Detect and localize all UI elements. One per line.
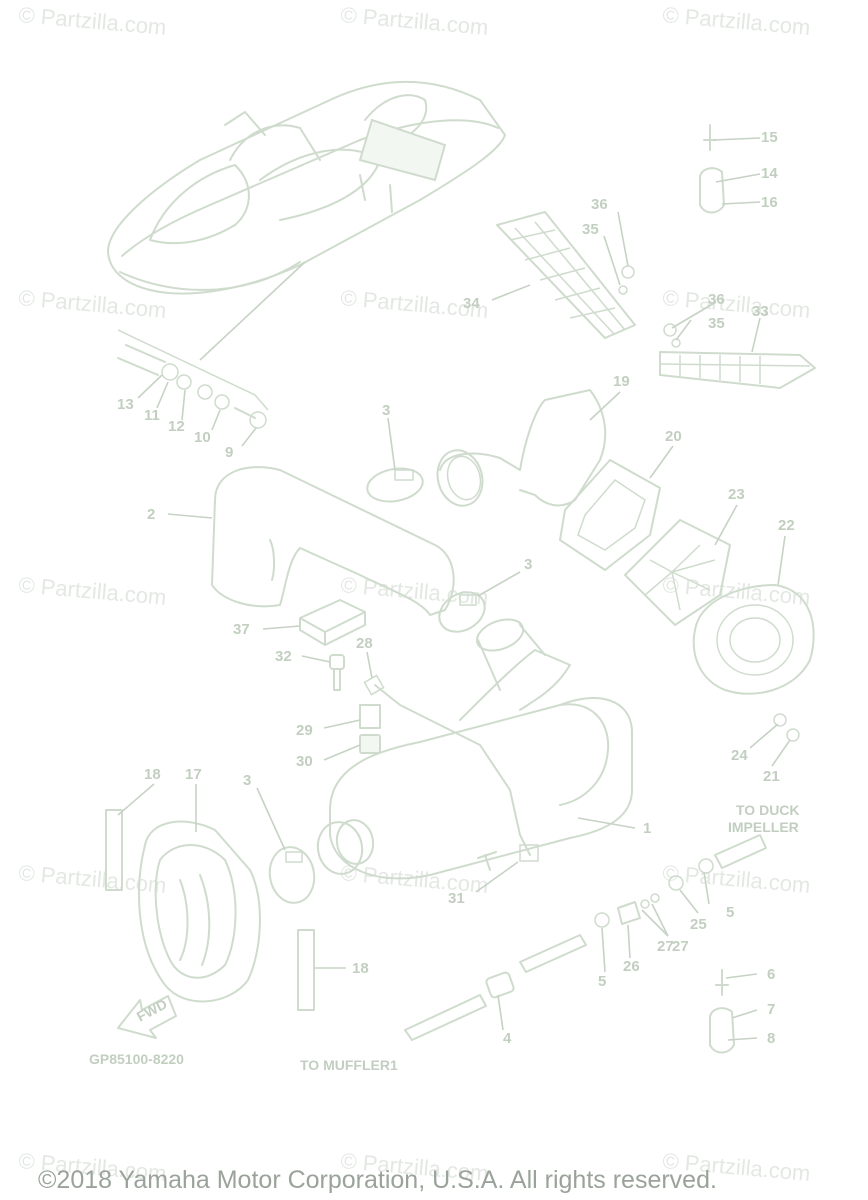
callout-5: 5 [598,973,606,990]
callout-5: 5 [726,904,734,921]
callout-9: 9 [225,444,233,461]
callout-35: 35 [708,315,725,332]
callout-24: 24 [731,747,748,764]
hose-clips [699,124,735,1054]
air-duct [105,809,315,1011]
callout-16: 16 [761,194,778,211]
callout-3: 3 [243,772,251,789]
diagram-code: GP85100-8220 [89,1051,184,1067]
leader-lines [117,137,791,1041]
callout-36: 36 [591,196,608,213]
fwd-arrow: FWD [117,995,177,1039]
callout-28: 28 [356,635,373,652]
callout-36: 36 [708,291,725,308]
callout-2: 2 [147,506,155,523]
callout-30: 30 [296,753,313,770]
bolt-collar-damper [329,654,381,754]
muffler-stay [363,674,539,871]
callout-22: 22 [778,517,795,534]
outlet-pipe [436,389,607,507]
bolt-washer-set [117,329,269,429]
callout-31: 31 [448,890,465,907]
note-to-muffler: TO MUFFLER1 [300,1057,398,1073]
callout-26: 26 [623,958,640,975]
watermark: © Partzilla.com [662,285,812,323]
callout-29: 29 [296,722,313,739]
intake-grates [496,211,816,389]
callout-27: 27 [672,938,689,955]
callout-8: 8 [767,1030,775,1047]
callout-32: 32 [275,648,292,665]
gasket-plate-nozzle [559,459,815,742]
callout-10: 10 [194,429,211,446]
callout-6: 6 [767,966,775,983]
watermark: © Partzilla.com [340,572,490,610]
watermark: © Partzilla.com [18,860,168,898]
callout-18: 18 [144,766,161,783]
callout-12: 12 [168,418,185,435]
callout-15: 15 [761,129,778,146]
callout-18: 18 [352,960,369,977]
callout-3: 3 [382,402,390,419]
note-to-duck: TO DUCK [736,802,800,818]
callout-34: 34 [463,295,480,312]
water-lock [316,618,633,880]
watercraft-illustration [107,80,506,295]
note-impeller: IMPELLER [728,819,799,835]
callout-4: 4 [503,1030,512,1047]
watermark: © Partzilla.com [340,2,490,40]
watermark: © Partzilla.com [18,2,168,40]
watermark: © Partzilla.com [18,285,168,323]
watermark: © Partzilla.com [662,2,812,40]
callout-21: 21 [763,768,780,785]
watermark: © Partzilla.com [662,860,812,898]
callout-7: 7 [767,1001,775,1018]
callout-14: 14 [761,165,778,182]
callout-37: 37 [233,621,250,638]
watermark: © Partzilla.com [18,572,168,610]
callout-27: 27 [657,938,674,955]
callout-33: 33 [752,303,769,320]
callout-3: 3 [524,556,532,573]
callout-numbers: 1 2 3 3 3 4 5 5 6 7 8 9 10 11 12 13 14 1… [117,129,795,1047]
callout-35: 35 [582,221,599,238]
callout-11: 11 [144,407,160,424]
copyright-notice: ©2018 Yamaha Motor Corporation, U.S.A. A… [38,1166,717,1194]
callout-23: 23 [728,486,745,503]
callout-17: 17 [185,766,202,783]
callout-13: 13 [117,396,134,413]
diagram-notes: TO DUCK IMPELLER TO MUFFLER1 GP85100-822… [89,802,800,1073]
exhaust-hose [211,466,455,616]
callout-19: 19 [613,373,630,390]
callout-20: 20 [665,428,682,445]
angle-bracket [299,599,366,646]
callout-1: 1 [643,820,651,837]
callout-25: 25 [690,916,707,933]
hose-clamp-set [268,467,486,904]
cooling-hose-fittings [404,834,767,1041]
